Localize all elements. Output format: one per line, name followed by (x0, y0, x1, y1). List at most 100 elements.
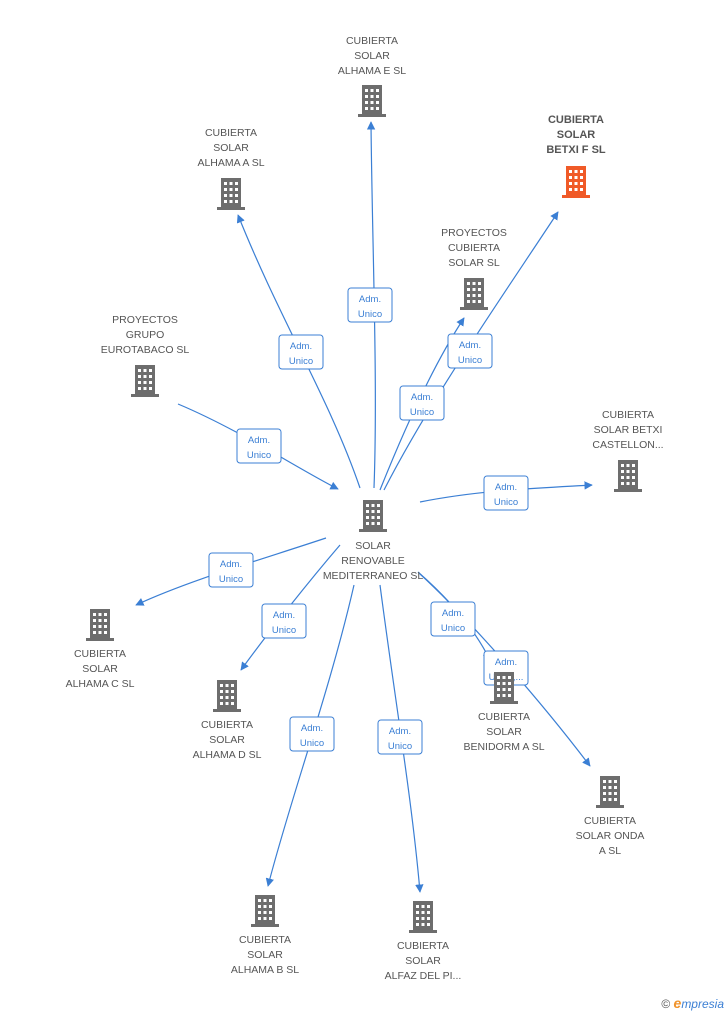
edge-label-box (447, 333, 493, 369)
company-node-onda-a[interactable]: CUBIERTA SOLAR ONDA A SL (576, 776, 645, 857)
company-name-line[interactable]: SOLAR (355, 540, 391, 552)
edge-label-betxi-castellon[interactable]: Adm.Unico (483, 475, 529, 511)
company-name-line[interactable]: CUBIERTA (397, 940, 449, 952)
brand-logo-text: mpresia (681, 997, 724, 1011)
company-name-line[interactable]: EUROTABACO SL (101, 344, 190, 356)
company-name-line[interactable]: CUBIERTA (201, 719, 253, 731)
building-icon[interactable] (460, 278, 488, 310)
footer-brand: © empresia (661, 995, 724, 1011)
edge-label-text: Unico (494, 497, 518, 508)
edge-label-alhama-e[interactable]: Adm.Unico (347, 287, 393, 323)
company-node-alhama-b[interactable]: CUBIERTA SOLAR ALHAMA B SL (231, 895, 299, 976)
edge-label-text: Unico (272, 625, 296, 636)
edge-label-text: Adm. (220, 559, 242, 570)
company-name-line[interactable]: SOLAR BETXI (594, 424, 663, 436)
building-icon[interactable] (86, 609, 114, 641)
company-node-betxi-f[interactable]: CUBIERTA SOLAR BETXI F SL (546, 114, 606, 198)
company-name-line[interactable]: SOLAR SL (448, 257, 500, 269)
building-icon[interactable] (614, 460, 642, 492)
company-node-alhama-d[interactable]: CUBIERTA SOLAR ALHAMA D SL (193, 680, 262, 761)
company-name-line[interactable]: CUBIERTA (478, 711, 530, 723)
edge-label-text: Adm. (459, 340, 481, 351)
edge-label-box (377, 719, 423, 755)
company-name-line[interactable]: SOLAR (213, 142, 249, 154)
building-icon[interactable] (490, 672, 518, 704)
company-name-line[interactable]: BENIDORM A SL (463, 741, 544, 753)
edge-label-box (347, 287, 393, 323)
company-name-line[interactable]: PROYECTOS (441, 227, 507, 239)
building-icon[interactable] (359, 500, 387, 532)
company-name-line[interactable]: SOLAR (247, 949, 283, 961)
building-icon[interactable] (251, 895, 279, 927)
edge-label-alhama-d[interactable]: Adm.Unico (261, 603, 307, 639)
company-name-line[interactable]: CASTELLON... (592, 439, 663, 451)
company-node-alhama-e[interactable]: CUBIERTA SOLAR ALHAMA E SL (338, 35, 406, 117)
company-name-line[interactable]: CUBIERTA (205, 127, 257, 139)
edge-label-alhama-b[interactable]: Adm. Unico (289, 716, 335, 752)
company-name-line[interactable]: CUBIERTA (346, 35, 398, 47)
company-name-line[interactable]: SOLAR ONDA (576, 830, 645, 842)
edge-label-text: Unico (441, 623, 465, 634)
edge-label-proyectos-cubierta[interactable]: Adm.Unico (399, 385, 445, 421)
edge-label-box (399, 385, 445, 421)
edge-label-text: Unico (300, 738, 324, 749)
company-name-line[interactable]: CUBIERTA (548, 114, 604, 126)
company-name-line[interactable]: SOLAR (405, 955, 441, 967)
company-node-alhama-a[interactable]: CUBIERTA SOLAR ALHAMA A SL (197, 127, 265, 210)
company-name-line[interactable]: CUBIERTA (584, 815, 636, 827)
company-name-line[interactable]: CUBIERTA (602, 409, 654, 421)
building-icon[interactable] (562, 166, 590, 198)
edge-label-text: Adm. (389, 726, 411, 737)
building-icon[interactable] (217, 178, 245, 210)
company-name-line[interactable]: ALHAMA A SL (197, 157, 264, 169)
company-name-line[interactable]: BETXI F SL (546, 144, 606, 156)
company-name-line[interactable]: CUBIERTA (448, 242, 500, 254)
company-name-line[interactable]: PROYECTOS (112, 314, 178, 326)
company-node-alhama-c[interactable]: CUBIERTA SOLAR ALHAMA C SL (66, 609, 135, 690)
building-icon[interactable] (596, 776, 624, 808)
company-name-line[interactable]: CUBIERTA (74, 648, 126, 660)
edge-label-text: Unico (247, 450, 271, 461)
copyright-symbol: © (661, 997, 671, 1011)
company-node-proyectos-grupo[interactable]: PROYECTOS GRUPO EUROTABACO SL (101, 314, 190, 397)
company-name-line[interactable]: ALHAMA E SL (338, 65, 406, 77)
company-name-line[interactable]: SOLAR (486, 726, 522, 738)
edge-label-text: Adm. (301, 723, 323, 734)
building-icon[interactable] (358, 85, 386, 117)
company-name-line[interactable]: ALHAMA C SL (66, 678, 135, 690)
building-icon[interactable] (213, 680, 241, 712)
edge-label-text: Unico (458, 355, 482, 366)
company-name-line[interactable]: A SL (599, 845, 621, 857)
company-name-line[interactable]: CUBIERTA (239, 934, 291, 946)
edge-label-betxi-f[interactable]: Adm. Unico (447, 333, 493, 369)
company-node-betxi-castellon[interactable]: CUBIERTA SOLAR BETXI CASTELLON... (592, 409, 664, 492)
company-node-benidorm-a[interactable]: CUBIERTA SOLAR BENIDORM A SL (463, 672, 545, 753)
edge-label-box (483, 475, 529, 511)
edge-label-onda-a[interactable]: Adm. Unico (430, 601, 476, 637)
company-name-line[interactable]: GRUPO (126, 329, 165, 341)
company-node-alfaz[interactable]: CUBIERTA SOLAR ALFAZ DEL PI... (385, 901, 462, 982)
edge-label-text: Adm. (442, 608, 464, 619)
edge-label-box (430, 601, 476, 637)
edge-label-box (208, 552, 254, 588)
company-node-proyectos-cubierta[interactable]: PROYECTOS CUBIERTA SOLAR SL (441, 227, 507, 310)
company-name-line[interactable]: RENOVABLE (341, 555, 404, 567)
edge-label-proyectos-grupo[interactable]: Adm.Unico (236, 428, 282, 464)
company-name-line[interactable]: ALFAZ DEL PI... (385, 970, 462, 982)
edge-label-box (236, 428, 282, 464)
company-name-line[interactable]: ALHAMA D SL (193, 749, 262, 761)
company-name-line[interactable]: MEDITERRANEO SL (323, 570, 424, 582)
edge-label-alfaz[interactable]: Adm.Unico (377, 719, 423, 755)
company-name-line[interactable]: SOLAR (209, 734, 245, 746)
company-node-center[interactable]: SOLAR RENOVABLE MEDITERRANEO SL (323, 500, 424, 582)
building-icon[interactable] (131, 365, 159, 397)
company-name-line[interactable]: SOLAR (557, 129, 596, 141)
company-name-line[interactable]: ALHAMA B SL (231, 964, 299, 976)
company-name-line[interactable]: SOLAR (354, 50, 390, 62)
edge-label-alhama-c[interactable]: Adm.Unico (208, 552, 254, 588)
edge-label-alhama-a[interactable]: Adm.Unico (278, 334, 324, 370)
building-icon[interactable] (409, 901, 437, 933)
company-name-line[interactable]: SOLAR (82, 663, 118, 675)
brand-logo-initial: e (673, 995, 682, 1011)
